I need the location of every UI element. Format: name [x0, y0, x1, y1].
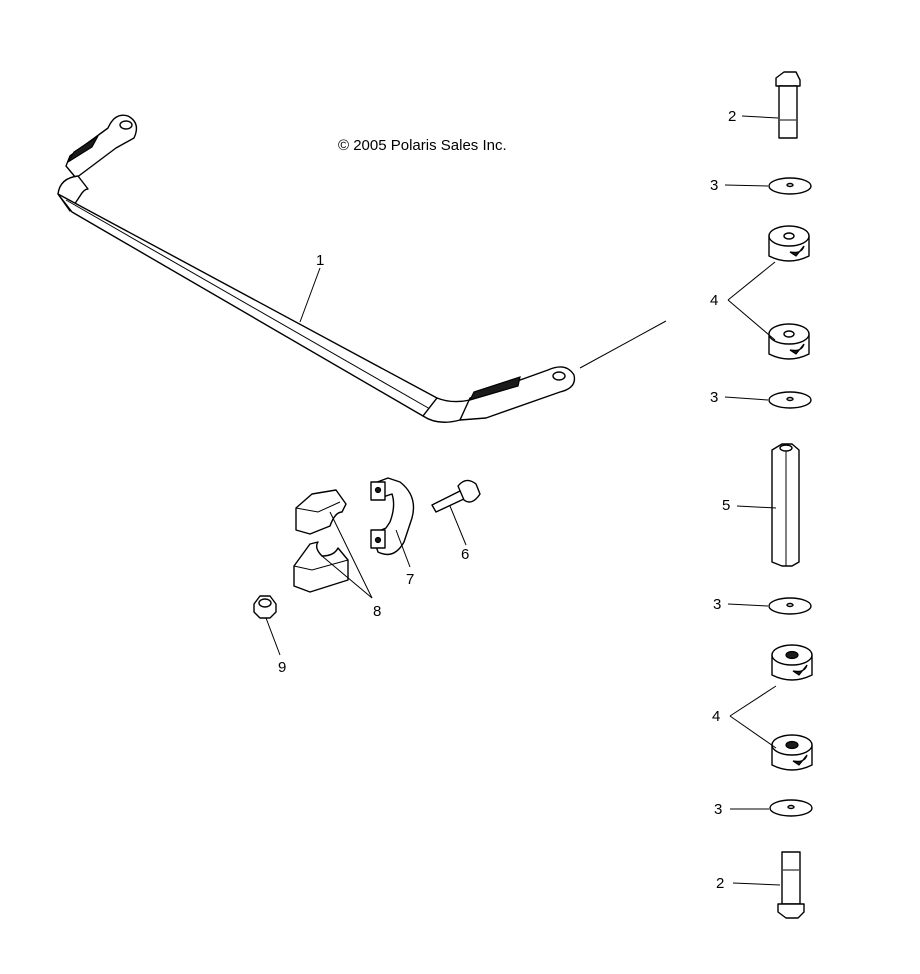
washer-2: [768, 391, 812, 409]
washer-3: [768, 597, 812, 615]
bushing-top-pair: [768, 225, 810, 360]
callout-7: 7: [406, 571, 414, 588]
callout-1: 1: [316, 252, 324, 269]
callout-4-bottom: 4: [712, 708, 720, 725]
callout-3-a: 3: [710, 177, 718, 194]
clamp: [370, 477, 415, 556]
bolt-bottom: [777, 851, 805, 919]
callout-3-b: 3: [710, 389, 718, 406]
washer-1: [768, 177, 812, 195]
sleeve: [771, 443, 800, 567]
callout-5: 5: [722, 497, 730, 514]
callout-4-top: 4: [710, 292, 718, 309]
stabilizer-bar: [57, 114, 667, 423]
bolt-top: [775, 71, 801, 139]
copyright-text: © 2005 Polaris Sales Inc.: [338, 137, 507, 154]
bushing-bottom-pair: [771, 644, 813, 771]
nut: [253, 595, 277, 619]
callout-8: 8: [373, 603, 381, 620]
callout-9: 9: [278, 659, 286, 676]
callout-6: 6: [461, 546, 469, 563]
callout-2-top: 2: [728, 108, 736, 125]
mount-bolt: [431, 479, 481, 513]
callout-2-bottom: 2: [716, 875, 724, 892]
callout-3-c: 3: [713, 596, 721, 613]
washer-4: [769, 799, 813, 817]
callout-3-d: 3: [714, 801, 722, 818]
bushing-halves: [293, 489, 349, 593]
